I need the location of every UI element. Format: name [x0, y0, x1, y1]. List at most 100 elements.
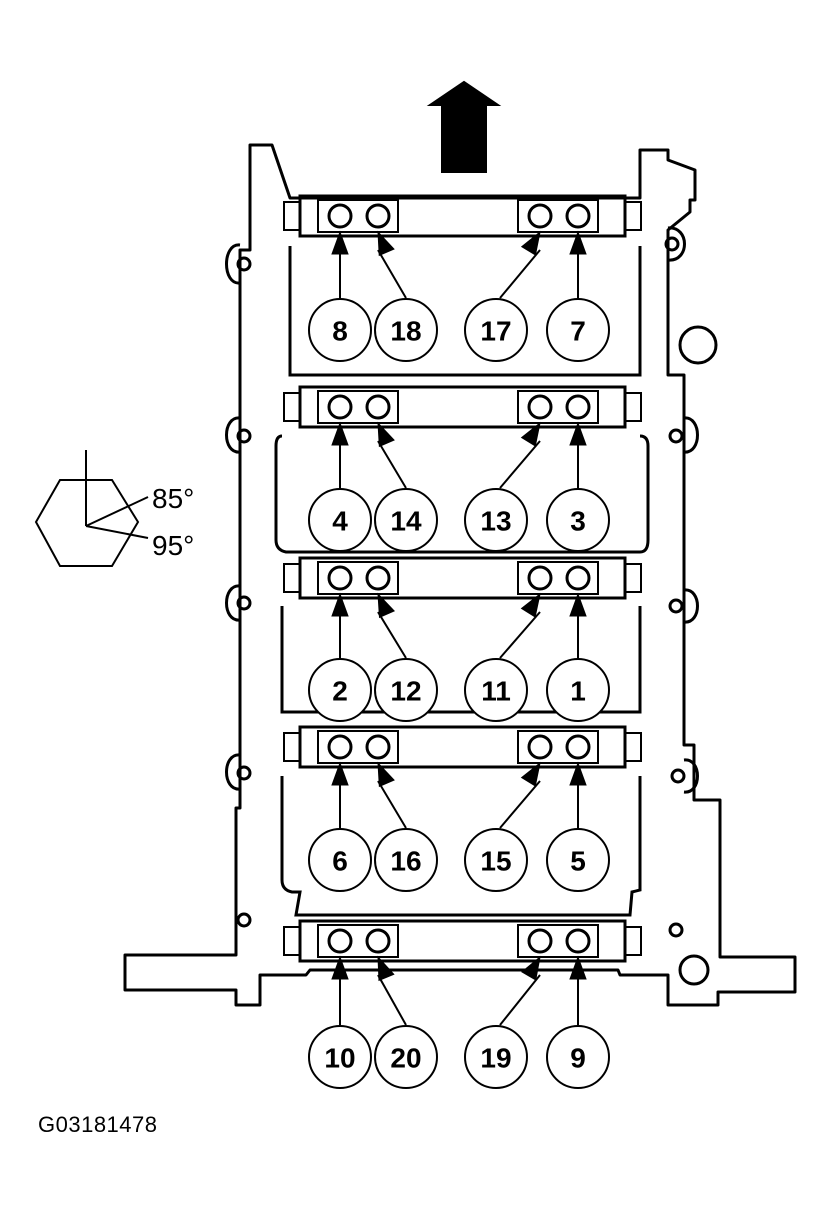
- cap-lug-left: [283, 732, 301, 762]
- callout-circle: [308, 488, 372, 552]
- figure-id-label: G03181478: [38, 1112, 158, 1137]
- callout-arrow-head-icon: [377, 230, 395, 257]
- bolt-sequence-number: 16: [390, 846, 421, 877]
- cap-lug-right: [624, 926, 642, 956]
- callout-arrow-head-icon: [520, 592, 541, 618]
- cap-pad-left: [317, 390, 399, 424]
- cap-pad-left: [317, 730, 399, 764]
- callout-arrow-head-icon: [377, 421, 395, 448]
- callout-circle: [308, 828, 372, 892]
- bolt-head: [365, 734, 391, 760]
- bolt-sequence-number: 17: [480, 316, 511, 347]
- bolt-head: [565, 394, 591, 420]
- callout-arrow-head-icon: [377, 592, 396, 619]
- bolt-sequence-number: 13: [480, 506, 511, 537]
- callout-circle: [374, 1025, 438, 1089]
- callout-circle: [374, 828, 438, 892]
- callout-circle: [464, 1025, 528, 1089]
- cap-lug-right: [624, 201, 642, 231]
- bolt-sequence-number: 12: [390, 676, 421, 707]
- bolt-sequence-number: 14: [390, 506, 422, 537]
- callout-circle: [464, 658, 528, 722]
- callout-arrow-head-icon: [331, 421, 349, 446]
- bolt-sequence-number: 3: [570, 506, 586, 537]
- bolt-sequence-number: 4: [332, 506, 348, 537]
- callout-arrow-head-icon: [520, 761, 541, 787]
- bolt-head: [327, 928, 353, 954]
- cap-lug-left: [283, 201, 301, 231]
- callout-arrow-head-icon: [520, 421, 541, 447]
- callout-arrow-head-icon: [331, 592, 349, 617]
- cap-pad-right: [517, 561, 599, 595]
- bolt-head: [565, 203, 591, 229]
- callout-arrow-shaft: [499, 974, 541, 1026]
- callout-arrow-shaft: [499, 780, 541, 829]
- cap-row: 8 18 17 7: [283, 194, 642, 362]
- callout-arrow-shaft: [499, 249, 541, 299]
- callout-arrow-head-icon: [520, 230, 541, 256]
- callout-arrow-shaft: [377, 249, 407, 299]
- bolt-sequence-number: 7: [570, 316, 586, 347]
- hexagon-angle-icon: [34, 450, 149, 567]
- cap-pad-right: [517, 924, 599, 958]
- callout-arrow-head-icon: [331, 761, 349, 786]
- bolt-head: [565, 928, 591, 954]
- callout-circle: [546, 1025, 610, 1089]
- callout-arrow-head-icon: [331, 230, 349, 255]
- callout-arrow-shaft: [377, 440, 407, 489]
- bolt-sequence-number: 11: [481, 676, 511, 707]
- callout-arrow-shaft: [377, 974, 407, 1026]
- callout-circle: [308, 1025, 372, 1089]
- bolt-head: [565, 565, 591, 591]
- bolt-head: [365, 394, 391, 420]
- bolt-head: [527, 734, 553, 760]
- bolt-head: [527, 394, 553, 420]
- bolt-sequence-number: 8: [332, 316, 348, 347]
- callout-circle: [308, 658, 372, 722]
- cap-lug-right: [624, 732, 642, 762]
- callout-circle: [374, 658, 438, 722]
- cap-pad-left: [317, 199, 399, 233]
- callout-circle: [464, 298, 528, 362]
- callout-circle: [546, 828, 610, 892]
- callout-circle: [308, 298, 372, 362]
- callout-arrow-shaft: [377, 611, 407, 659]
- callout-arrow-head-icon: [569, 230, 587, 255]
- callout-circle: [546, 488, 610, 552]
- bore-pockets: [274, 246, 650, 917]
- bolt-sequence-number: 20: [390, 1043, 421, 1074]
- bolt-head: [365, 928, 391, 954]
- cap-lug-left: [283, 563, 301, 593]
- bolt-sequence-number: 6: [332, 846, 348, 877]
- callout-arrow-head-icon: [569, 955, 587, 980]
- callout-circle: [374, 298, 438, 362]
- cap-pad-right: [517, 730, 599, 764]
- callout-arrow-head-icon: [377, 955, 395, 982]
- callout-arrow-head-icon: [521, 955, 541, 981]
- cap-lug-right: [624, 563, 642, 593]
- bolt-sequence-number: 2: [332, 676, 348, 707]
- callout-arrow-head-icon: [569, 761, 587, 786]
- cap-lug-left: [283, 926, 301, 956]
- angle-label-85: 85°: [152, 483, 194, 514]
- bolt-head: [365, 565, 391, 591]
- bolt-sequence-number: 1: [570, 676, 586, 707]
- cap-pad-left: [317, 561, 399, 595]
- bolt-head: [565, 734, 591, 760]
- angle-label-95: 95°: [152, 530, 194, 561]
- casting-outline: [123, 143, 797, 1007]
- bolt-head: [527, 928, 553, 954]
- callout-circle: [546, 658, 610, 722]
- callout-arrow-shaft: [499, 440, 541, 489]
- callout-circle: [546, 298, 610, 362]
- callout-arrow-head-icon: [569, 592, 587, 617]
- bolt-sequence-number: 18: [390, 316, 421, 347]
- callout-circle: [374, 488, 438, 552]
- bolt-head: [327, 565, 353, 591]
- bolt-head: [527, 565, 553, 591]
- front-direction-arrow-icon: [426, 80, 502, 173]
